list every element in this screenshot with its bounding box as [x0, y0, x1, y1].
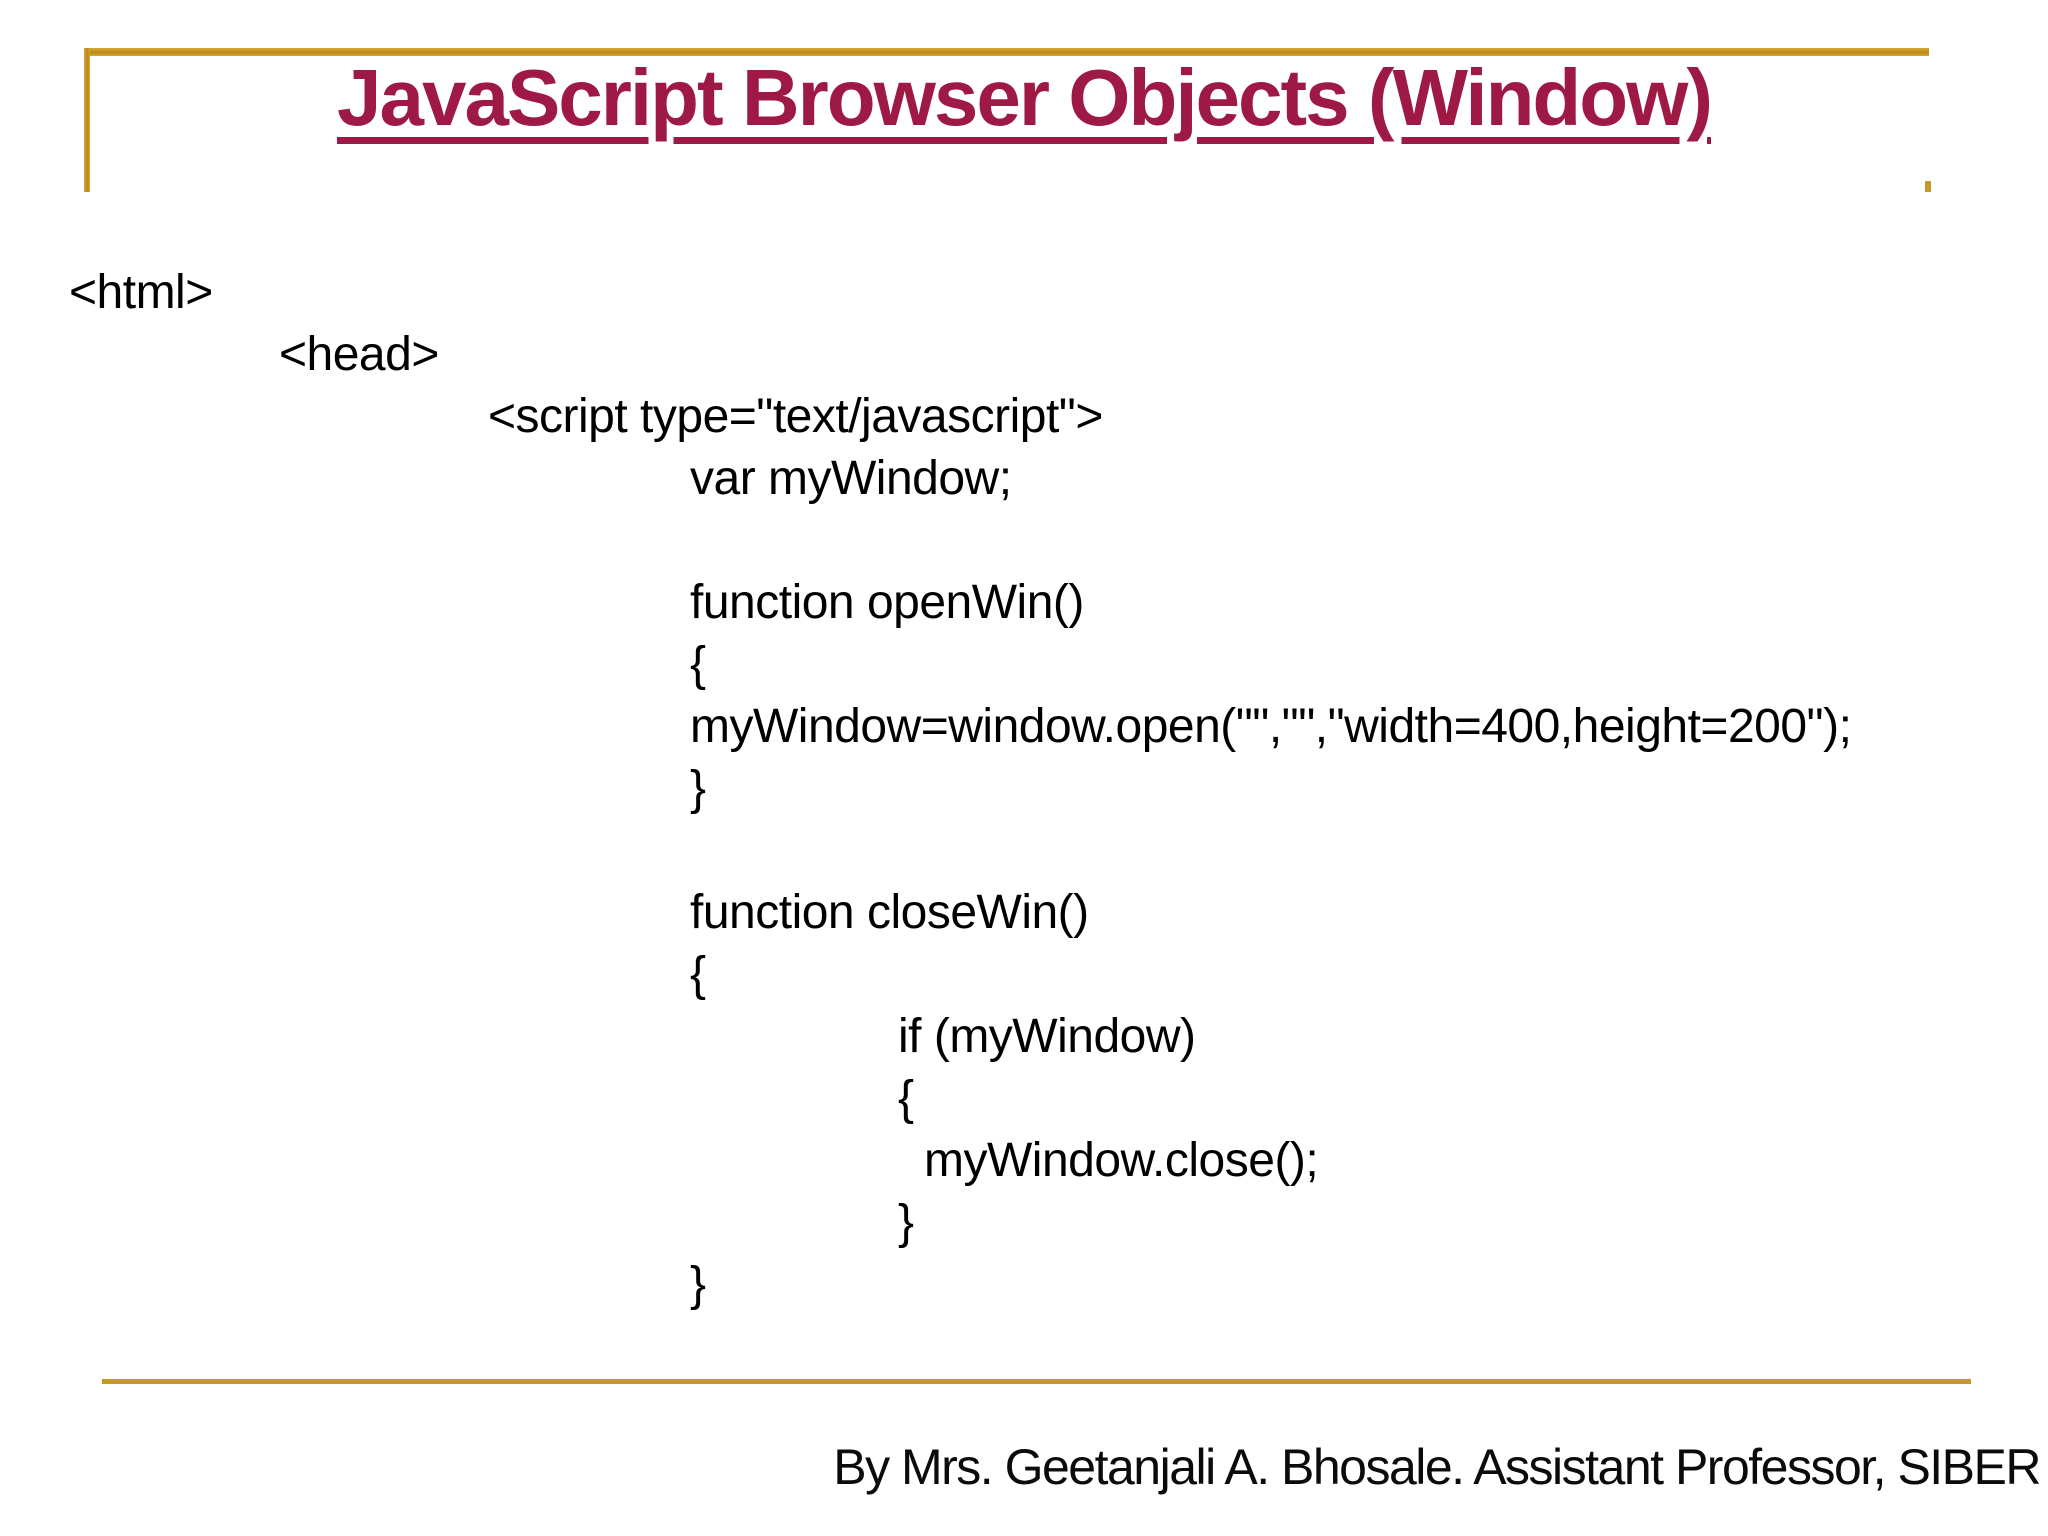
- slide-title: JavaScript Browser Objects (Window): [0, 52, 2048, 144]
- code-line: var myWindow;: [690, 452, 1012, 505]
- code-line: function closeWin(): [690, 886, 1089, 939]
- code-line: <html>: [69, 266, 213, 319]
- slide-title-text: JavaScript Browser Objects (Window): [336, 53, 1713, 142]
- gold-frame-left-line: [84, 48, 90, 192]
- code-line: [690, 510, 2048, 572]
- code-line: if (myWindow): [898, 1010, 1196, 1063]
- code-line: <head>: [279, 328, 439, 381]
- code-line: function openWin(): [690, 576, 1084, 629]
- code-line: {: [690, 948, 706, 1001]
- code-line: [690, 820, 2048, 882]
- gold-footer-rule: [102, 1379, 1971, 1384]
- code-line: }: [690, 1258, 706, 1311]
- gold-frame-right-tick: [1925, 181, 1931, 192]
- code-line: }: [690, 762, 706, 815]
- code-line: }: [898, 1196, 914, 1249]
- gold-frame-top-line: [84, 48, 1929, 56]
- code-line: <script type="text/javascript">: [488, 390, 1103, 443]
- footer-attribution: By Mrs. Geetanjali A. Bhosale. Assistant…: [833, 1439, 2041, 1495]
- code-block: <html> <head> <script type="text/javascrip…: [0, 262, 2048, 1316]
- code-line: myWindow.close();: [924, 1134, 1319, 1187]
- code-line: {: [898, 1072, 914, 1125]
- code-line: myWindow=window.open("","","width=400,he…: [690, 700, 1852, 753]
- code-line: {: [690, 638, 706, 691]
